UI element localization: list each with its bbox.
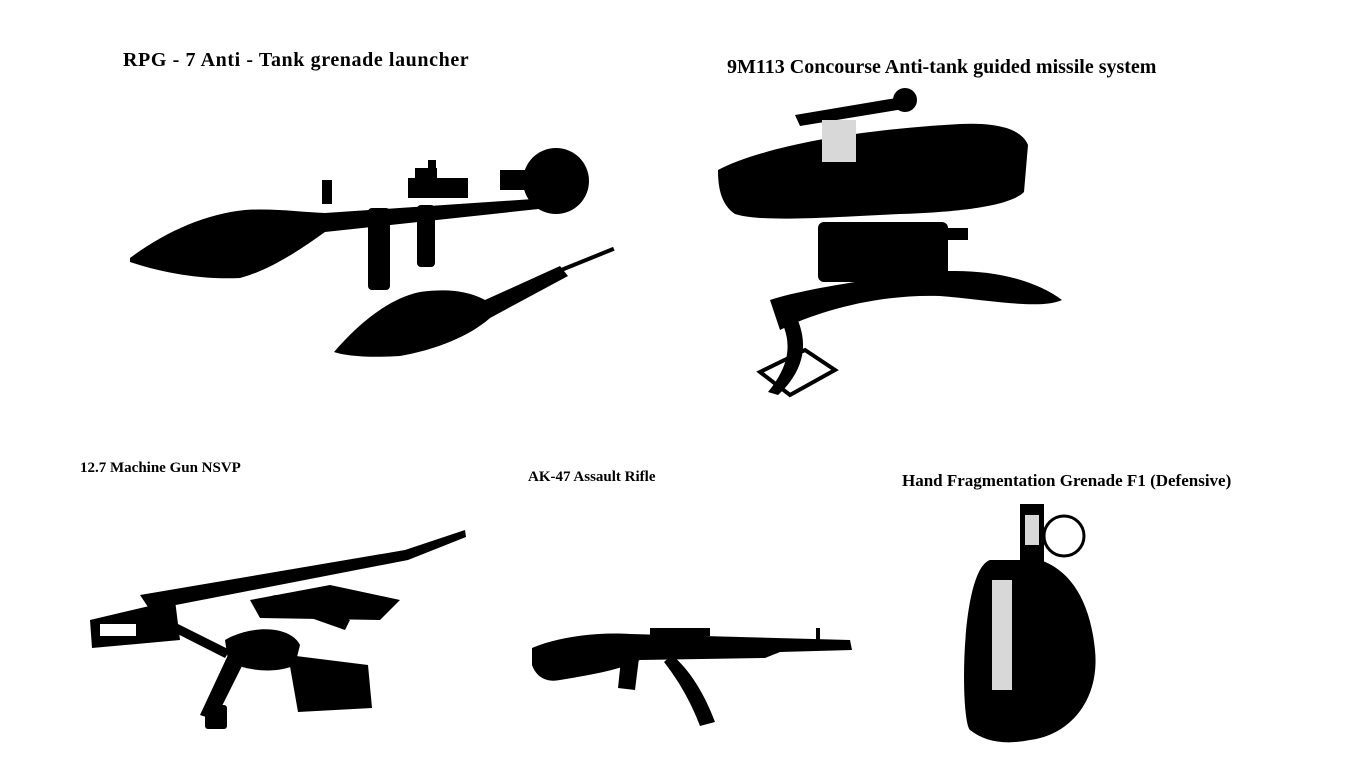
rpg7-launcher-silhouette (130, 148, 589, 290)
caption-rpg7: RPG - 7 Anti - Tank grenade launcher (123, 49, 470, 71)
rpg7-grenade-silhouette (334, 246, 615, 357)
caption-grenade-f1: Hand Fragmentation Grenade F1 (Defensive… (902, 471, 1232, 490)
atgm-silhouette (718, 88, 1062, 398)
ak47-silhouette (532, 628, 852, 726)
caption-atgm: 9M113 Concourse Anti-tank guided missile… (727, 56, 1157, 78)
grenade-f1-silhouette (964, 504, 1096, 743)
caption-machine-gun: 12.7 Machine Gun NSVP (80, 460, 241, 476)
machine-gun-silhouette (90, 530, 466, 729)
caption-ak47: AK-47 Assault Rifle (528, 469, 656, 485)
